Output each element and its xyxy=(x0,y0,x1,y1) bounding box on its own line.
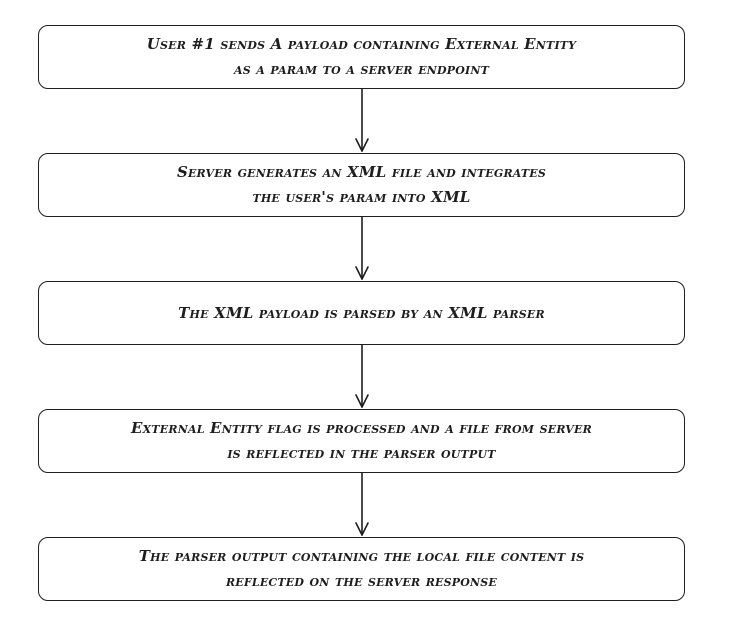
step-4-text: External Entity flag is processed and a … xyxy=(131,416,592,466)
arrow-2-to-3 xyxy=(355,216,369,280)
arrow-1-to-2 xyxy=(355,88,369,152)
step-2-box: Server generates an XML file and integra… xyxy=(38,153,685,217)
step-2-line-1: Server generates an XML file and integra… xyxy=(176,163,547,181)
step-2-text: Server generates an XML file and integra… xyxy=(177,160,546,210)
step-2-line-2: the user's param into XML xyxy=(252,188,471,206)
step-4-line-2: is reflected in the parser output xyxy=(227,444,496,462)
step-1-line-2: as a param to a server endpoint xyxy=(233,60,490,78)
step-5-text: The parser output containing the local f… xyxy=(139,544,585,594)
step-5-line-1: The parser output containing the local f… xyxy=(138,547,585,565)
step-3-line-1: The XML payload is parsed by an XML pars… xyxy=(178,303,545,322)
step-1-text: User #1 sends A payload containing Exter… xyxy=(147,32,576,82)
step-4-line-1: External Entity flag is processed and a … xyxy=(131,419,592,437)
arrow-3-to-4 xyxy=(355,344,369,408)
step-4-box: External Entity flag is processed and a … xyxy=(38,409,685,473)
arrow-4-to-5 xyxy=(355,472,369,536)
step-3-box: The XML payload is parsed by an XML pars… xyxy=(38,281,685,345)
step-1-line-1: User #1 sends A payload containing Exter… xyxy=(146,35,577,53)
step-3-text: The XML payload is parsed by an XML pars… xyxy=(178,301,545,326)
step-1-box: User #1 sends A payload containing Exter… xyxy=(38,25,685,89)
step-5-box: The parser output containing the local f… xyxy=(38,537,685,601)
step-5-line-2: reflected on the server response xyxy=(225,572,498,590)
